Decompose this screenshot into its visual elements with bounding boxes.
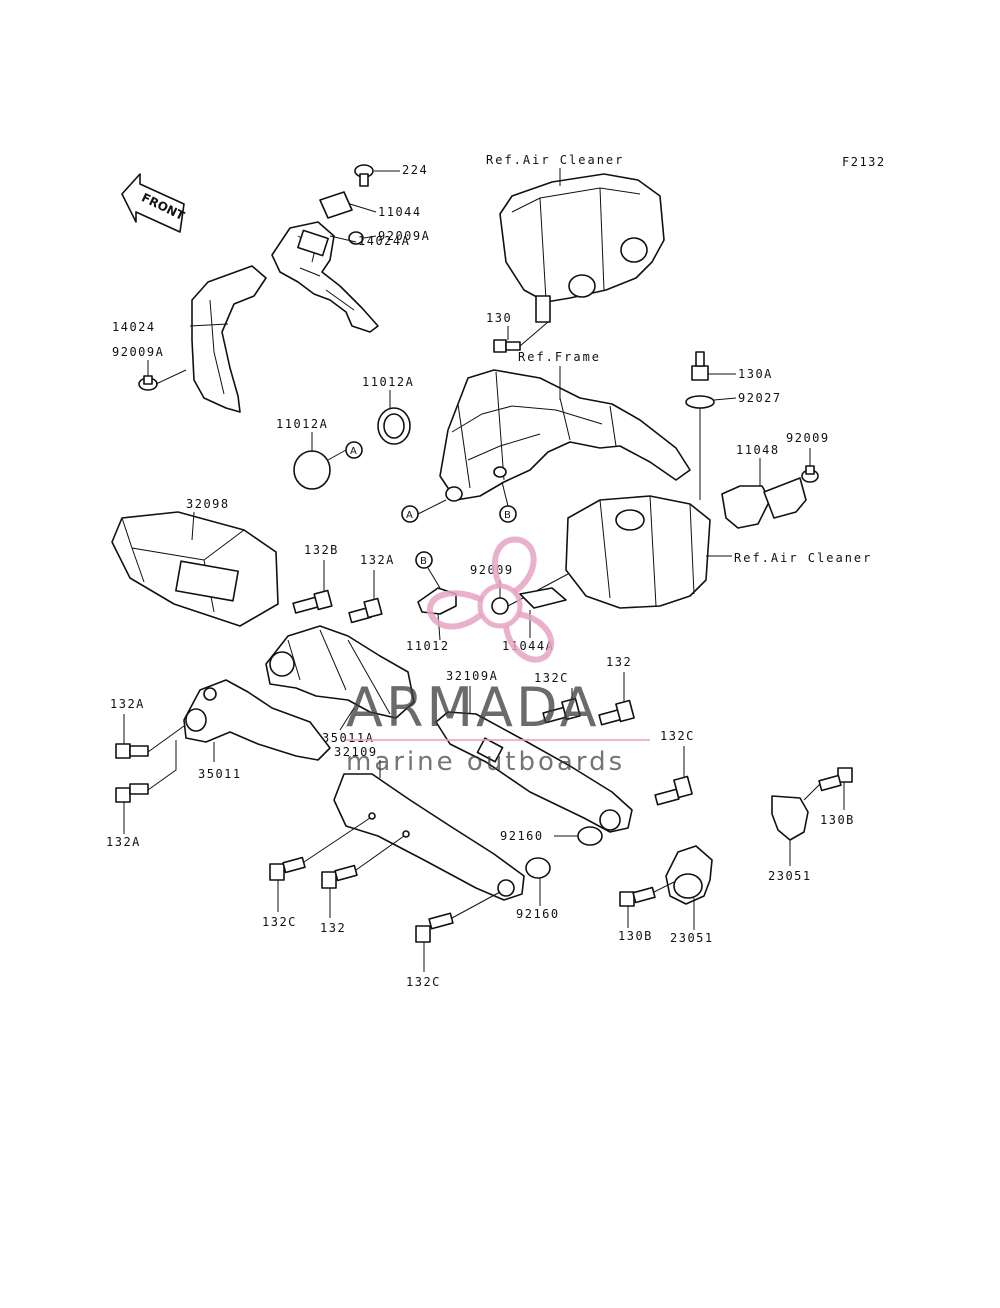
label-132c-c: 132C: [262, 915, 297, 929]
bracket-35011: [183, 679, 331, 761]
label-92009-mid: 92009: [470, 563, 514, 577]
label-32098: 32098: [186, 497, 230, 511]
bolt-130b-right: [818, 767, 853, 792]
seal-11012a-upper: [377, 407, 411, 445]
bracket-35011a: [265, 625, 415, 719]
bolt-132c-c: [269, 856, 306, 881]
label-92009a-top: 92009A: [378, 229, 430, 243]
label-132c-a: 132C: [534, 671, 569, 685]
frame: [439, 369, 691, 502]
label-132c-d: 132C: [406, 975, 441, 989]
cap-11012a-lower: [293, 450, 331, 490]
label-132b: 132B: [304, 543, 339, 557]
label-92009a-left: 92009A: [112, 345, 164, 359]
label-11048: 11048: [736, 443, 780, 457]
grommet-92009a-left: [138, 375, 158, 391]
ref-air-cleaner-right: Ref.Air Cleaner: [734, 551, 872, 565]
battery-cover-32098: [111, 511, 279, 627]
marker-b-frame: B: [499, 505, 517, 523]
clip-11044a: [519, 587, 567, 609]
label-132-bottom: 132: [320, 921, 346, 935]
air-cleaner-box-right: [565, 495, 711, 609]
bolt-132c-b: [654, 775, 693, 806]
collar-92160-lower: [525, 857, 551, 879]
label-11012a-upper: 11012A: [362, 375, 414, 389]
svg-text:B: B: [420, 556, 427, 567]
bolt-132c-a: [542, 697, 581, 724]
ref-air-cleaner-top: Ref.Air Cleaner: [486, 153, 624, 167]
label-35011a: 35011A: [322, 731, 374, 745]
label-92009-right: 92009: [786, 431, 830, 445]
label-132a-mid: 132A: [360, 553, 395, 567]
bolt-132c-d: [415, 912, 454, 943]
bracket-11048: [721, 477, 807, 529]
damper-23051-right: [771, 795, 809, 841]
label-23051-right: 23051: [768, 869, 812, 883]
bolt-130a: [691, 351, 709, 381]
damper-23051-mid: [665, 845, 713, 905]
bolt-132b: [292, 589, 333, 614]
bolt-130b-mid: [619, 886, 656, 907]
marker-a-cap: A: [345, 441, 363, 459]
label-130a: 130A: [738, 367, 773, 381]
label-132c-b: 132C: [660, 729, 695, 743]
arm-32109a: [435, 711, 633, 833]
grommet-92009-right: [801, 465, 819, 483]
label-130b-mid: 130B: [618, 929, 653, 943]
svg-text:A: A: [350, 446, 357, 457]
arm-32109: [333, 773, 525, 901]
figure-code: F2132: [842, 155, 886, 169]
label-132a-left-top: 132A: [110, 697, 145, 711]
propeller-logo-icon: [427, 536, 555, 663]
bolt-132-top: [598, 699, 635, 726]
label-11012: 11012: [406, 639, 450, 653]
label-11012a-lower: 11012A: [276, 417, 328, 431]
cover-14024: [191, 265, 267, 413]
label-224: 224: [402, 163, 428, 177]
label-130: 130: [486, 311, 512, 325]
air-cleaner-top: [499, 173, 665, 323]
label-14024: 14024: [112, 320, 156, 334]
label-132-top: 132: [606, 655, 632, 669]
label-32109: 32109: [334, 745, 378, 759]
bracket-14024a: [271, 221, 379, 333]
armada-watermark: ARMADA marine outboards: [346, 536, 650, 777]
label-11044: 11044: [378, 205, 422, 219]
clip-11044: [319, 191, 353, 219]
washer-92027: [685, 395, 715, 409]
marker-b-bracket: B: [415, 551, 433, 569]
front-direction-arrow: FRONT: [121, 173, 187, 233]
label-92160-lower: 92160: [516, 907, 560, 921]
bolt-132a-mid: [348, 597, 383, 624]
watermark-brand: ARMADA: [346, 676, 600, 739]
label-92027: 92027: [738, 391, 782, 405]
bolt-130: [493, 339, 521, 353]
label-14024a: 14024A: [358, 234, 410, 248]
label-35011: 35011: [198, 767, 242, 781]
label-130b-right: 130B: [820, 813, 855, 827]
bolt-132a-left-bottom: [115, 783, 149, 803]
watermark-tagline: marine outboards: [346, 747, 625, 777]
svg-text:B: B: [504, 510, 511, 521]
bolt-132a-left-top: [115, 743, 149, 759]
marker-a-frame: A: [401, 505, 419, 523]
label-32109a: 32109A: [446, 669, 498, 683]
label-23051-mid: 23051: [670, 931, 714, 945]
collar-92160-upper: [577, 826, 603, 846]
svg-text:A: A: [406, 510, 413, 521]
label-132a-left-bottom: 132A: [106, 835, 141, 849]
bolt-132-bottom: [321, 864, 358, 889]
grommet-92009-mid: [491, 597, 509, 615]
label-92160-upper: 92160: [500, 829, 544, 843]
ref-frame: Ref.Frame: [518, 350, 601, 364]
screw-224: [354, 164, 374, 187]
